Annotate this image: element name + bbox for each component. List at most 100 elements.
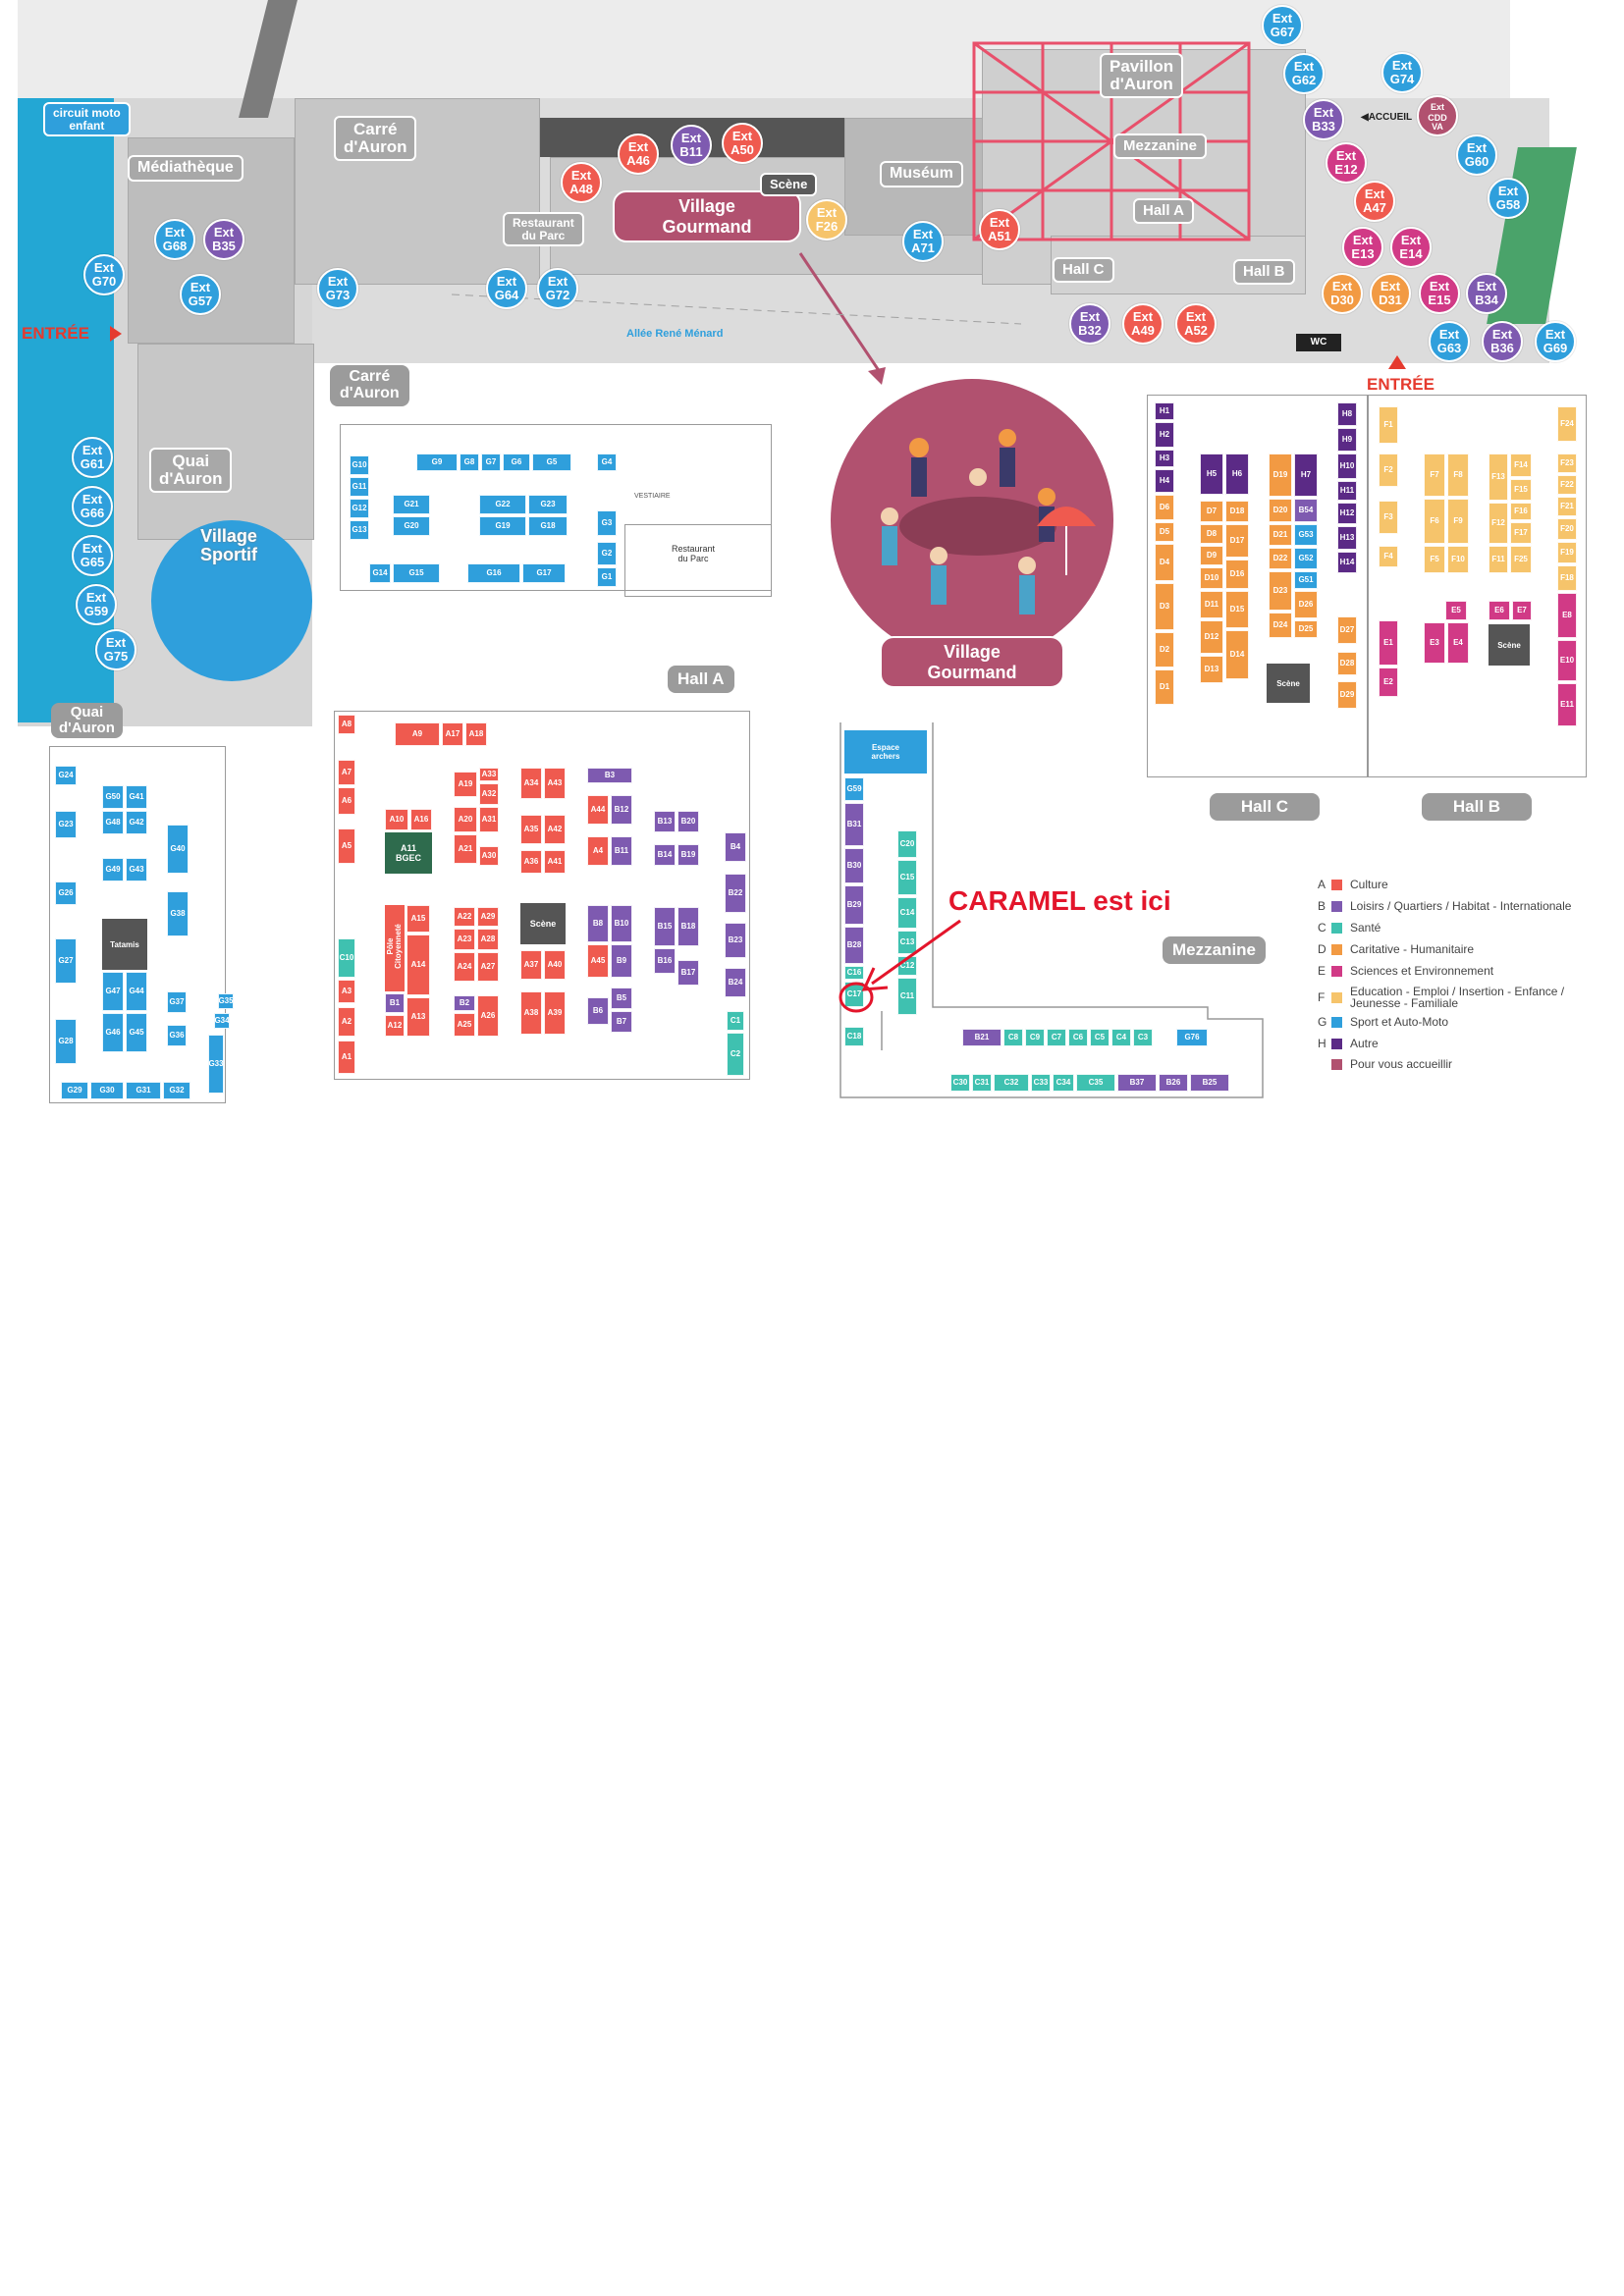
- stand-f21[interactable]: F21: [1557, 497, 1577, 516]
- stand-b9[interactable]: B9: [611, 944, 632, 978]
- stand-g30[interactable]: G30: [90, 1082, 124, 1099]
- stand-d28[interactable]: D28: [1337, 652, 1357, 675]
- stand-h8[interactable]: H8: [1337, 402, 1357, 426]
- stand-c9[interactable]: C9: [1025, 1029, 1045, 1046]
- stand-g51[interactable]: G51: [1294, 571, 1318, 589]
- stand-b13[interactable]: B13: [654, 811, 676, 832]
- stand-c35[interactable]: C35: [1076, 1074, 1115, 1092]
- stand-c13[interactable]: C13: [897, 931, 917, 954]
- stand-b11[interactable]: B11: [611, 836, 632, 866]
- stand-b15[interactable]: B15: [654, 907, 676, 946]
- stand-a30[interactable]: A30: [479, 846, 499, 866]
- stand-g16[interactable]: G16: [467, 563, 520, 583]
- stand-d18[interactable]: D18: [1225, 501, 1249, 522]
- stand-g33[interactable]: G33: [208, 1035, 224, 1094]
- stand-a42[interactable]: A42: [544, 815, 566, 844]
- stand-f23[interactable]: F23: [1557, 454, 1577, 473]
- stand-e7[interactable]: E7: [1512, 601, 1532, 620]
- stand-c3[interactable]: C3: [1133, 1029, 1153, 1046]
- stand-b31[interactable]: B31: [844, 803, 864, 846]
- stand-c8[interactable]: C8: [1003, 1029, 1023, 1046]
- stand-d15[interactable]: D15: [1225, 591, 1249, 628]
- stand-g4[interactable]: G4: [597, 454, 617, 471]
- stand-b2[interactable]: B2: [454, 995, 475, 1011]
- stand-g37[interactable]: G37: [167, 991, 187, 1013]
- stand-c11[interactable]: C11: [897, 978, 917, 1015]
- stand-c31[interactable]: C31: [972, 1074, 992, 1092]
- stand-a31[interactable]: A31: [479, 807, 499, 832]
- stand-a17[interactable]: A17: [442, 722, 463, 746]
- stand-d19[interactable]: D19: [1269, 454, 1292, 497]
- stand-g42[interactable]: G42: [126, 811, 147, 834]
- stand-g10[interactable]: G10: [350, 455, 369, 475]
- stand-h7[interactable]: H7: [1294, 454, 1318, 497]
- stand-d29[interactable]: D29: [1337, 681, 1357, 709]
- stand-b17[interactable]: B17: [677, 960, 699, 986]
- stand-a44[interactable]: A44: [587, 795, 609, 825]
- stand-b18[interactable]: B18: [677, 907, 699, 946]
- stand-h1[interactable]: H1: [1155, 402, 1174, 420]
- stand-g52[interactable]: G52: [1294, 548, 1318, 569]
- stand-g7[interactable]: G7: [481, 454, 501, 471]
- stand-a6[interactable]: A6: [338, 787, 355, 815]
- stand-e6[interactable]: E6: [1489, 601, 1510, 620]
- stand-a18[interactable]: A18: [465, 722, 487, 746]
- stand-a27[interactable]: A27: [477, 952, 499, 982]
- stand-c18[interactable]: C18: [844, 1027, 864, 1046]
- stand-f24[interactable]: F24: [1557, 406, 1577, 442]
- stand-g5[interactable]: G5: [532, 454, 571, 471]
- stand-h6[interactable]: H6: [1225, 454, 1249, 495]
- stand-g24[interactable]: G24: [55, 766, 77, 785]
- stand-a15[interactable]: A15: [406, 905, 430, 933]
- stand-c2[interactable]: C2: [727, 1033, 744, 1076]
- stand-h13[interactable]: H13: [1337, 526, 1357, 550]
- stand-a20[interactable]: A20: [454, 807, 477, 832]
- stand-b22[interactable]: B22: [725, 874, 746, 913]
- stand-h5[interactable]: H5: [1200, 454, 1223, 495]
- stand-g76[interactable]: G76: [1176, 1029, 1208, 1046]
- stand-e4[interactable]: E4: [1447, 622, 1469, 664]
- stand-d3[interactable]: D3: [1155, 583, 1174, 630]
- stand-g26[interactable]: G26: [55, 881, 77, 905]
- stand-f16[interactable]: F16: [1510, 503, 1532, 520]
- stand-f19[interactable]: F19: [1557, 542, 1577, 563]
- stand-a2[interactable]: A2: [338, 1007, 355, 1037]
- stand-d12[interactable]: D12: [1200, 620, 1223, 654]
- stand-d23[interactable]: D23: [1269, 571, 1292, 611]
- stand-g12[interactable]: G12: [350, 499, 369, 518]
- stand-d13[interactable]: D13: [1200, 656, 1223, 683]
- stand-b12[interactable]: B12: [611, 795, 632, 825]
- stand-a5[interactable]: A5: [338, 828, 355, 864]
- stand-g23[interactable]: G23: [528, 495, 568, 514]
- stand-a26[interactable]: A26: [477, 995, 499, 1037]
- stand-a19[interactable]: A19: [454, 772, 477, 797]
- stand-d2[interactable]: D2: [1155, 632, 1174, 667]
- stand-d16[interactable]: D16: [1225, 560, 1249, 589]
- stand-g48[interactable]: G48: [102, 811, 124, 834]
- stand-f8[interactable]: F8: [1447, 454, 1469, 497]
- stand-d14[interactable]: D14: [1225, 630, 1249, 679]
- stand-d1[interactable]: D1: [1155, 669, 1174, 705]
- stand-b30[interactable]: B30: [844, 848, 864, 883]
- stand-g27[interactable]: G27: [55, 938, 77, 984]
- stand-d21[interactable]: D21: [1269, 524, 1292, 546]
- stand-c17[interactable]: C17: [844, 982, 864, 1007]
- stand-b3[interactable]: B3: [587, 768, 632, 783]
- stand-b20[interactable]: B20: [677, 811, 699, 832]
